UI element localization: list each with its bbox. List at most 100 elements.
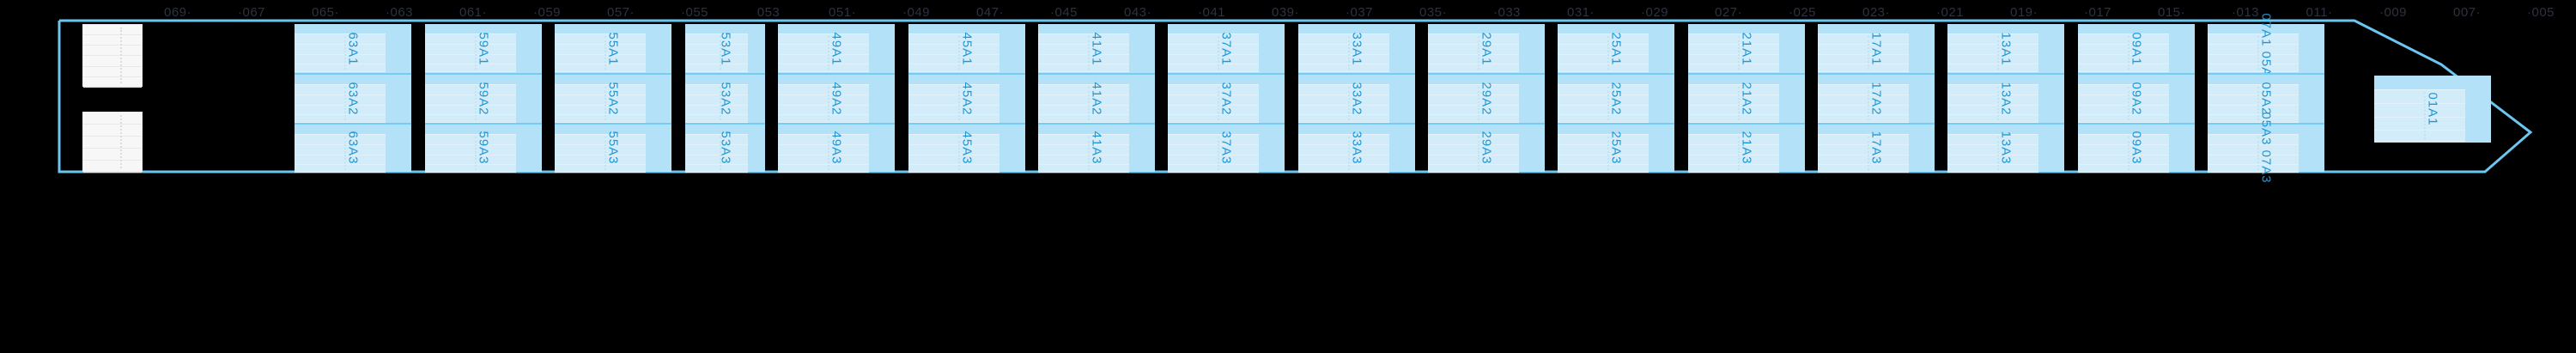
tier-slot-grid[interactable] xyxy=(2208,133,2299,173)
tier-slot-grid[interactable] xyxy=(908,133,999,173)
tier-slot-grid[interactable] xyxy=(1428,84,1519,124)
bay-tier[interactable]: 45A2 xyxy=(908,73,1025,124)
tier-slot-grid[interactable] xyxy=(1428,133,1519,173)
bay-tier[interactable]: 29A2 xyxy=(1428,73,1545,124)
tier-slot-grid[interactable] xyxy=(295,133,386,173)
hatch-block-upper[interactable] xyxy=(82,24,143,88)
bay-tier[interactable]: 13A3 xyxy=(1947,122,2064,173)
tier-slot-grid[interactable] xyxy=(1947,84,2038,124)
tier-slot-grid[interactable] xyxy=(1298,84,1389,124)
hatch-slot[interactable] xyxy=(83,161,142,173)
hatch-slot[interactable] xyxy=(83,113,142,125)
bay-tier[interactable]: 63A3 xyxy=(295,122,411,173)
tier-slot-grid[interactable] xyxy=(1558,84,1649,124)
tier-slot-grid[interactable] xyxy=(1947,33,2038,72)
tier-slot-grid[interactable] xyxy=(1818,84,1909,124)
tier-slot-grid[interactable] xyxy=(1038,133,1129,173)
bay-tier[interactable]: 29A3 xyxy=(1428,122,1545,173)
bay-tier[interactable]: 33A3 xyxy=(1298,122,1415,173)
bay-tier[interactable]: 45A1 xyxy=(908,24,1025,74)
bay-tier[interactable]: 59A2 xyxy=(425,73,542,124)
tier-slot-grid[interactable] xyxy=(425,33,516,72)
tier-slot-grid[interactable] xyxy=(2208,33,2299,72)
tier-slot-grid[interactable] xyxy=(2208,84,2299,124)
tier-slot-grid[interactable] xyxy=(2374,89,2465,142)
bay-tier[interactable]: 37A3 xyxy=(1168,122,1285,173)
hatch-slot[interactable] xyxy=(83,57,142,67)
hatch-slot[interactable] xyxy=(83,77,142,88)
bay-tier[interactable]: 25A2 xyxy=(1558,73,1674,124)
hatch-slot[interactable] xyxy=(83,46,142,57)
tier-slot-grid[interactable] xyxy=(1818,33,1909,72)
bay-tier[interactable]: 41A3 xyxy=(1038,122,1155,173)
bay-tier[interactable]: 25A1 xyxy=(1558,24,1674,74)
bay-tier[interactable]: 17A1 xyxy=(1818,24,1935,74)
tier-slot-grid[interactable] xyxy=(1558,33,1649,72)
bay-tier[interactable]: 53A3 xyxy=(685,122,765,173)
tier-slot-grid[interactable] xyxy=(1168,33,1259,72)
hatch-slot[interactable] xyxy=(83,125,142,137)
hatch-block-lower[interactable] xyxy=(82,112,143,173)
bay-tier[interactable]: 25A3 xyxy=(1558,122,1674,173)
tier-slot-grid[interactable] xyxy=(778,133,869,173)
tier-slot-grid[interactable] xyxy=(1688,33,1779,72)
bay-tier[interactable]: 55A1 xyxy=(555,24,671,74)
bay-tier[interactable]: 29A1 xyxy=(1428,24,1545,74)
tier-slot-grid[interactable] xyxy=(1818,133,1909,173)
tier-slot-grid[interactable] xyxy=(2078,84,2169,124)
bay-tier[interactable]: 49A1 xyxy=(778,24,895,74)
tier-slot-grid[interactable] xyxy=(908,33,999,72)
bay-tier[interactable]: 63A2 xyxy=(295,73,411,124)
bay-tier[interactable]: 05A2 xyxy=(2208,73,2324,124)
bay-tier[interactable]: 05A3 07A3 xyxy=(2208,113,2324,184)
hatch-slot[interactable] xyxy=(83,137,142,149)
bay-tier[interactable]: 13A1 xyxy=(1947,24,2064,74)
bay-tier[interactable]: 09A2 xyxy=(2078,73,2195,124)
bay-tier[interactable]: 53A1 xyxy=(685,24,765,74)
bay-tier[interactable]: 55A3 xyxy=(555,122,671,173)
tier-slot-grid[interactable] xyxy=(685,84,748,124)
bay-tier[interactable]: 21A3 xyxy=(1688,122,1805,173)
hatch-slot[interactable] xyxy=(83,25,142,36)
bay-tier[interactable]: 55A2 xyxy=(555,73,671,124)
tier-slot-grid[interactable] xyxy=(1168,84,1259,124)
bay-tier[interactable]: 01A1 xyxy=(2374,76,2491,143)
bay-tier[interactable]: 33A1 xyxy=(1298,24,1415,74)
bay-tier[interactable]: 21A2 xyxy=(1688,73,1805,124)
hatch-slot[interactable] xyxy=(83,35,142,46)
bay-tier[interactable]: 53A2 xyxy=(685,73,765,124)
tier-slot-grid[interactable] xyxy=(2078,33,2169,72)
bay-tier[interactable]: 07A1 05A1 xyxy=(2208,13,2324,84)
tier-slot-grid[interactable] xyxy=(555,33,646,72)
tier-slot-grid[interactable] xyxy=(685,33,748,72)
bay-tier[interactable]: 21A1 xyxy=(1688,24,1805,74)
bay-tier[interactable]: 59A3 xyxy=(425,122,542,173)
tier-slot-grid[interactable] xyxy=(1688,133,1779,173)
tier-slot-grid[interactable] xyxy=(685,133,748,173)
bay-tier[interactable]: 17A2 xyxy=(1818,73,1935,124)
bay-tier[interactable]: 49A3 xyxy=(778,122,895,173)
bay-tier[interactable]: 09A1 xyxy=(2078,24,2195,74)
tier-slot-grid[interactable] xyxy=(1298,33,1389,72)
tier-slot-grid[interactable] xyxy=(1558,133,1649,173)
bay-001[interactable]: 01A1 xyxy=(2374,76,2491,143)
bay-tier[interactable]: 13A2 xyxy=(1947,73,2064,124)
tier-slot-grid[interactable] xyxy=(2078,133,2169,173)
tier-slot-grid[interactable] xyxy=(425,84,516,124)
bay-tier[interactable]: 41A1 xyxy=(1038,24,1155,74)
tier-slot-grid[interactable] xyxy=(778,33,869,72)
bay-tier[interactable]: 33A2 xyxy=(1298,73,1415,124)
